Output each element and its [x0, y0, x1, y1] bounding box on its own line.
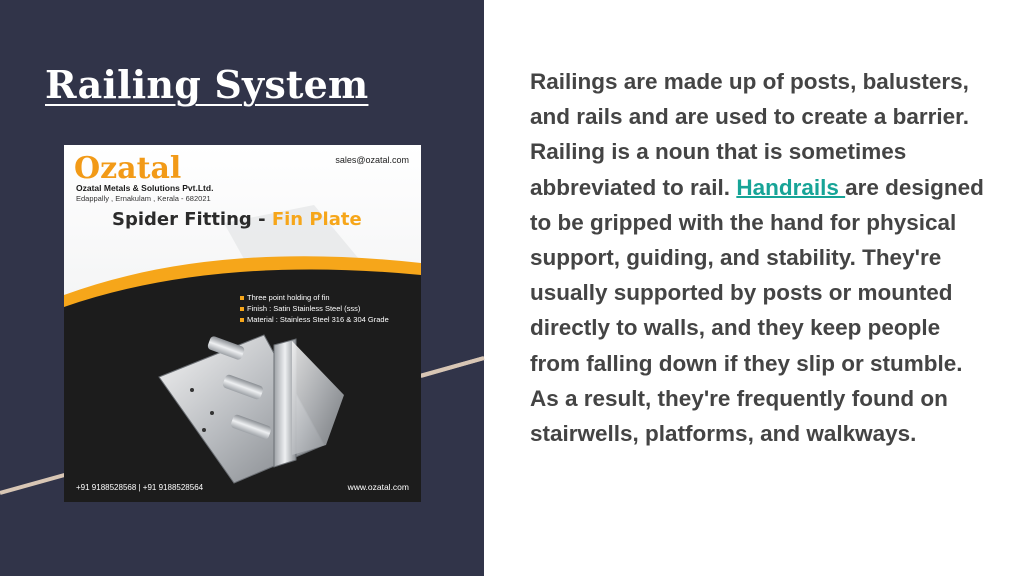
ad-background-art: [64, 145, 421, 502]
slide-title: Railing System: [45, 62, 369, 107]
ad-feature-item: Material : Stainless Steel 316 & 304 Gra…: [240, 314, 389, 325]
ad-address: Edappally , Ernakulam , Kerala - 682021: [76, 194, 211, 203]
ad-feature-item: Three point holding of fin: [240, 292, 389, 303]
ad-website: www.ozatal.com: [347, 482, 409, 492]
ad-brand-logo: Ozatal: [74, 151, 182, 186]
ad-feature-item: Finish : Satin Stainless Steel (sss): [240, 303, 389, 314]
ad-phone-numbers: +91 9188528568 | +91 9188528564: [76, 483, 204, 492]
body-text-part1: Railings are made up of posts, balusters…: [530, 69, 969, 200]
ad-product-title: Spider Fitting - Fin Plate: [112, 209, 362, 230]
ad-email: sales@ozatal.com: [335, 155, 409, 165]
ad-product-title-main: Spider Fitting -: [112, 209, 272, 230]
body-text-part2: are designed to be gripped with the hand…: [530, 174, 984, 447]
ad-company-name: Ozatal Metals & Solutions Pvt.Ltd.: [76, 183, 214, 193]
handrails-link[interactable]: Handrails: [736, 174, 846, 200]
product-ad-image: Ozatal Ozatal Metals & Solutions Pvt.Ltd…: [64, 145, 421, 502]
slide-body-text: Railings are made up of posts, balusters…: [530, 64, 990, 451]
ad-feature-list: Three point holding of fin Finish : Sati…: [240, 292, 389, 325]
ad-product-title-accent: Fin Plate: [271, 209, 362, 230]
